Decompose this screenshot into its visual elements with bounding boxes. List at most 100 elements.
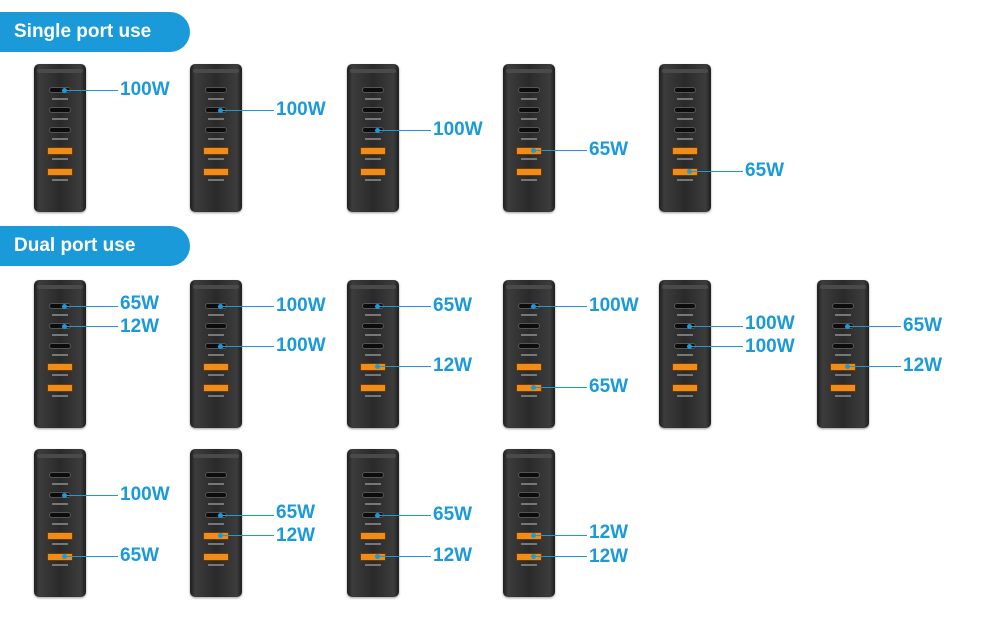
- usb-a-port-2: [360, 384, 386, 392]
- port-label-mark: [677, 395, 693, 397]
- port-label-mark: [521, 334, 537, 336]
- port-label-mark: [208, 523, 224, 525]
- usb-c-port-2: [205, 492, 227, 498]
- dual-port-charger-4: [659, 280, 711, 428]
- port-indicator-dot: [62, 493, 67, 498]
- usb-a-port-1: [203, 532, 229, 540]
- port-label-mark: [52, 483, 68, 485]
- port-label-mark: [521, 158, 537, 160]
- wattage-label: 100W: [276, 335, 326, 356]
- port-indicator-dot: [845, 364, 850, 369]
- dual-port-charger-7: [190, 449, 242, 597]
- port-label-mark: [835, 374, 851, 376]
- port-label-mark: [365, 98, 381, 100]
- wattage-label: 65W: [433, 295, 473, 316]
- dual-port-charger-2: [347, 280, 399, 428]
- usb-a-port-2: [516, 384, 542, 392]
- wattage-label: 12W: [903, 355, 943, 376]
- usb-c-port-3: [518, 512, 540, 518]
- leader-line: [379, 556, 431, 557]
- port-label-mark: [208, 543, 224, 545]
- usb-a-port-1: [672, 147, 698, 155]
- leader-line: [379, 306, 431, 307]
- port-label-mark: [521, 564, 537, 566]
- usb-c-port-3: [832, 343, 854, 349]
- port-label-mark: [365, 523, 381, 525]
- port-label-mark: [208, 483, 224, 485]
- port-label-mark: [521, 354, 537, 356]
- port-label-mark: [365, 138, 381, 140]
- usb-c-port-2: [362, 323, 384, 329]
- port-indicator-dot: [62, 304, 67, 309]
- leader-line: [379, 515, 431, 516]
- usb-c-port-1: [49, 472, 71, 478]
- wattage-label: 12W: [120, 316, 160, 337]
- single-port-charger-3: [503, 64, 555, 212]
- single-port-charger-2: [347, 64, 399, 212]
- port-indicator-dot: [531, 148, 536, 153]
- usb-c-port-1: [518, 87, 540, 93]
- usb-a-port-1: [203, 147, 229, 155]
- usb-a-port-1: [47, 532, 73, 540]
- port-label-mark: [365, 483, 381, 485]
- leader-line: [66, 556, 118, 557]
- port-label-mark: [52, 179, 68, 181]
- port-label-mark: [208, 374, 224, 376]
- port-label-mark: [835, 314, 851, 316]
- port-label-mark: [365, 354, 381, 356]
- port-label-mark: [521, 395, 537, 397]
- usb-c-port-3: [49, 512, 71, 518]
- port-indicator-dot: [375, 513, 380, 518]
- usb-c-port-3: [205, 127, 227, 133]
- port-label-mark: [521, 98, 537, 100]
- port-label-mark: [208, 158, 224, 160]
- port-label-mark: [677, 158, 693, 160]
- leader-line: [222, 306, 274, 307]
- port-label-mark: [52, 564, 68, 566]
- usb-a-port-1: [360, 147, 386, 155]
- usb-a-port-2: [360, 553, 386, 561]
- usb-a-port-1: [516, 363, 542, 371]
- single-port-charger-1: [190, 64, 242, 212]
- leader-line: [222, 346, 274, 347]
- usb-a-port-1: [47, 147, 73, 155]
- usb-c-port-2: [362, 492, 384, 498]
- leader-line: [379, 366, 431, 367]
- port-indicator-dot: [218, 533, 223, 538]
- usb-c-port-2: [518, 107, 540, 113]
- usb-c-port-1: [674, 303, 696, 309]
- single-port-charger-4: [659, 64, 711, 212]
- port-label-mark: [835, 334, 851, 336]
- usb-c-port-3: [362, 343, 384, 349]
- usb-c-port-3: [49, 127, 71, 133]
- usb-c-port-1: [205, 472, 227, 478]
- wattage-label: 65W: [589, 376, 629, 397]
- port-label-mark: [208, 179, 224, 181]
- usb-a-port-1: [672, 363, 698, 371]
- wattage-label: 100W: [589, 295, 639, 316]
- port-label-mark: [208, 98, 224, 100]
- port-label-mark: [52, 138, 68, 140]
- port-label-mark: [52, 118, 68, 120]
- port-indicator-dot: [687, 344, 692, 349]
- usb-a-port-2: [47, 553, 73, 561]
- port-label-mark: [521, 483, 537, 485]
- port-label-mark: [52, 314, 68, 316]
- usb-c-port-3: [674, 127, 696, 133]
- usb-a-port-1: [360, 532, 386, 540]
- port-label-mark: [208, 118, 224, 120]
- leader-line: [849, 366, 901, 367]
- leader-line: [222, 110, 274, 111]
- port-label-mark: [677, 354, 693, 356]
- usb-c-port-1: [832, 303, 854, 309]
- port-indicator-dot: [218, 513, 223, 518]
- usb-c-port-1: [518, 472, 540, 478]
- wattage-label: 100W: [276, 295, 326, 316]
- wattage-label: 12W: [276, 525, 316, 546]
- usb-c-port-1: [674, 87, 696, 93]
- port-indicator-dot: [687, 169, 692, 174]
- port-label-mark: [677, 334, 693, 336]
- port-indicator-dot: [375, 364, 380, 369]
- port-indicator-dot: [531, 533, 536, 538]
- port-label-mark: [365, 158, 381, 160]
